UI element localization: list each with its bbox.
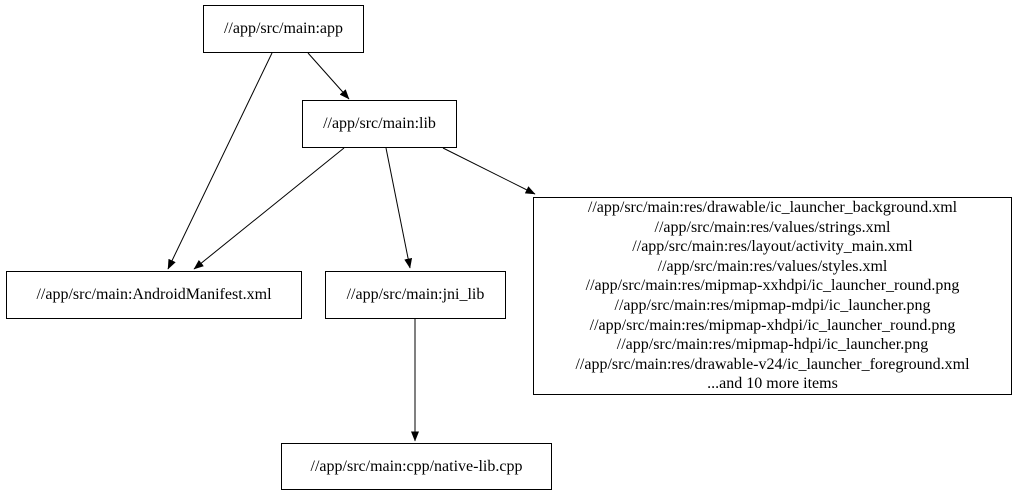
resources-line: //app/src/main:res/values/strings.xml [654,218,891,236]
edge-lib-android-manifest [193,147,345,270]
resources-more-items: ...and 10 more items [707,375,838,393]
resources-line: //app/src/main:res/drawable/ic_launcher_… [587,199,958,217]
node-resources: //app/src/main:res/drawable/ic_launcher_… [533,197,1012,395]
resources-line: //app/src/main:res/drawable-v24/ic_launc… [575,355,970,373]
edge-app-lib [307,52,350,100]
edge-lib-jni-lib [385,147,413,269]
node-lib-label: //app/src/main:lib [323,115,436,133]
resources-line: //app/src/main:res/mipmap-mdpi/ic_launch… [614,297,931,314]
node-jni-lib-label: //app/src/main:jni_lib [346,286,485,304]
resources-line: //app/src/main:res/values/styles.xml [657,257,888,275]
node-app: //app/src/main:app [203,5,364,53]
node-app-label: //app/src/main:app [223,20,344,38]
edge-app-android-manifest [167,52,273,270]
node-jni-lib: //app/src/main:jni_lib [325,271,506,319]
node-native-lib-label: //app/src/main:cpp/native-lib.cpp [310,457,523,475]
resources-line: //app/src/main:res/mipmap-hdpi/ic_launch… [616,336,929,354]
node-native-lib: //app/src/main:cpp/native-lib.cpp [281,443,552,490]
resources-line: //app/src/main:res/layout/activity_main.… [632,238,913,256]
node-lib: //app/src/main:lib [302,100,457,148]
node-android-manifest: //app/src/main:AndroidManifest.xml [6,271,302,319]
resources-line: //app/src/main:res/mipmap-xxhdpi/ic_laun… [585,277,960,295]
edge-lib-resources [442,147,536,195]
resources-line: //app/src/main:res/mipmap-xhdpi/ic_launc… [589,316,956,334]
node-android-manifest-label: //app/src/main:AndroidManifest.xml [36,286,272,304]
